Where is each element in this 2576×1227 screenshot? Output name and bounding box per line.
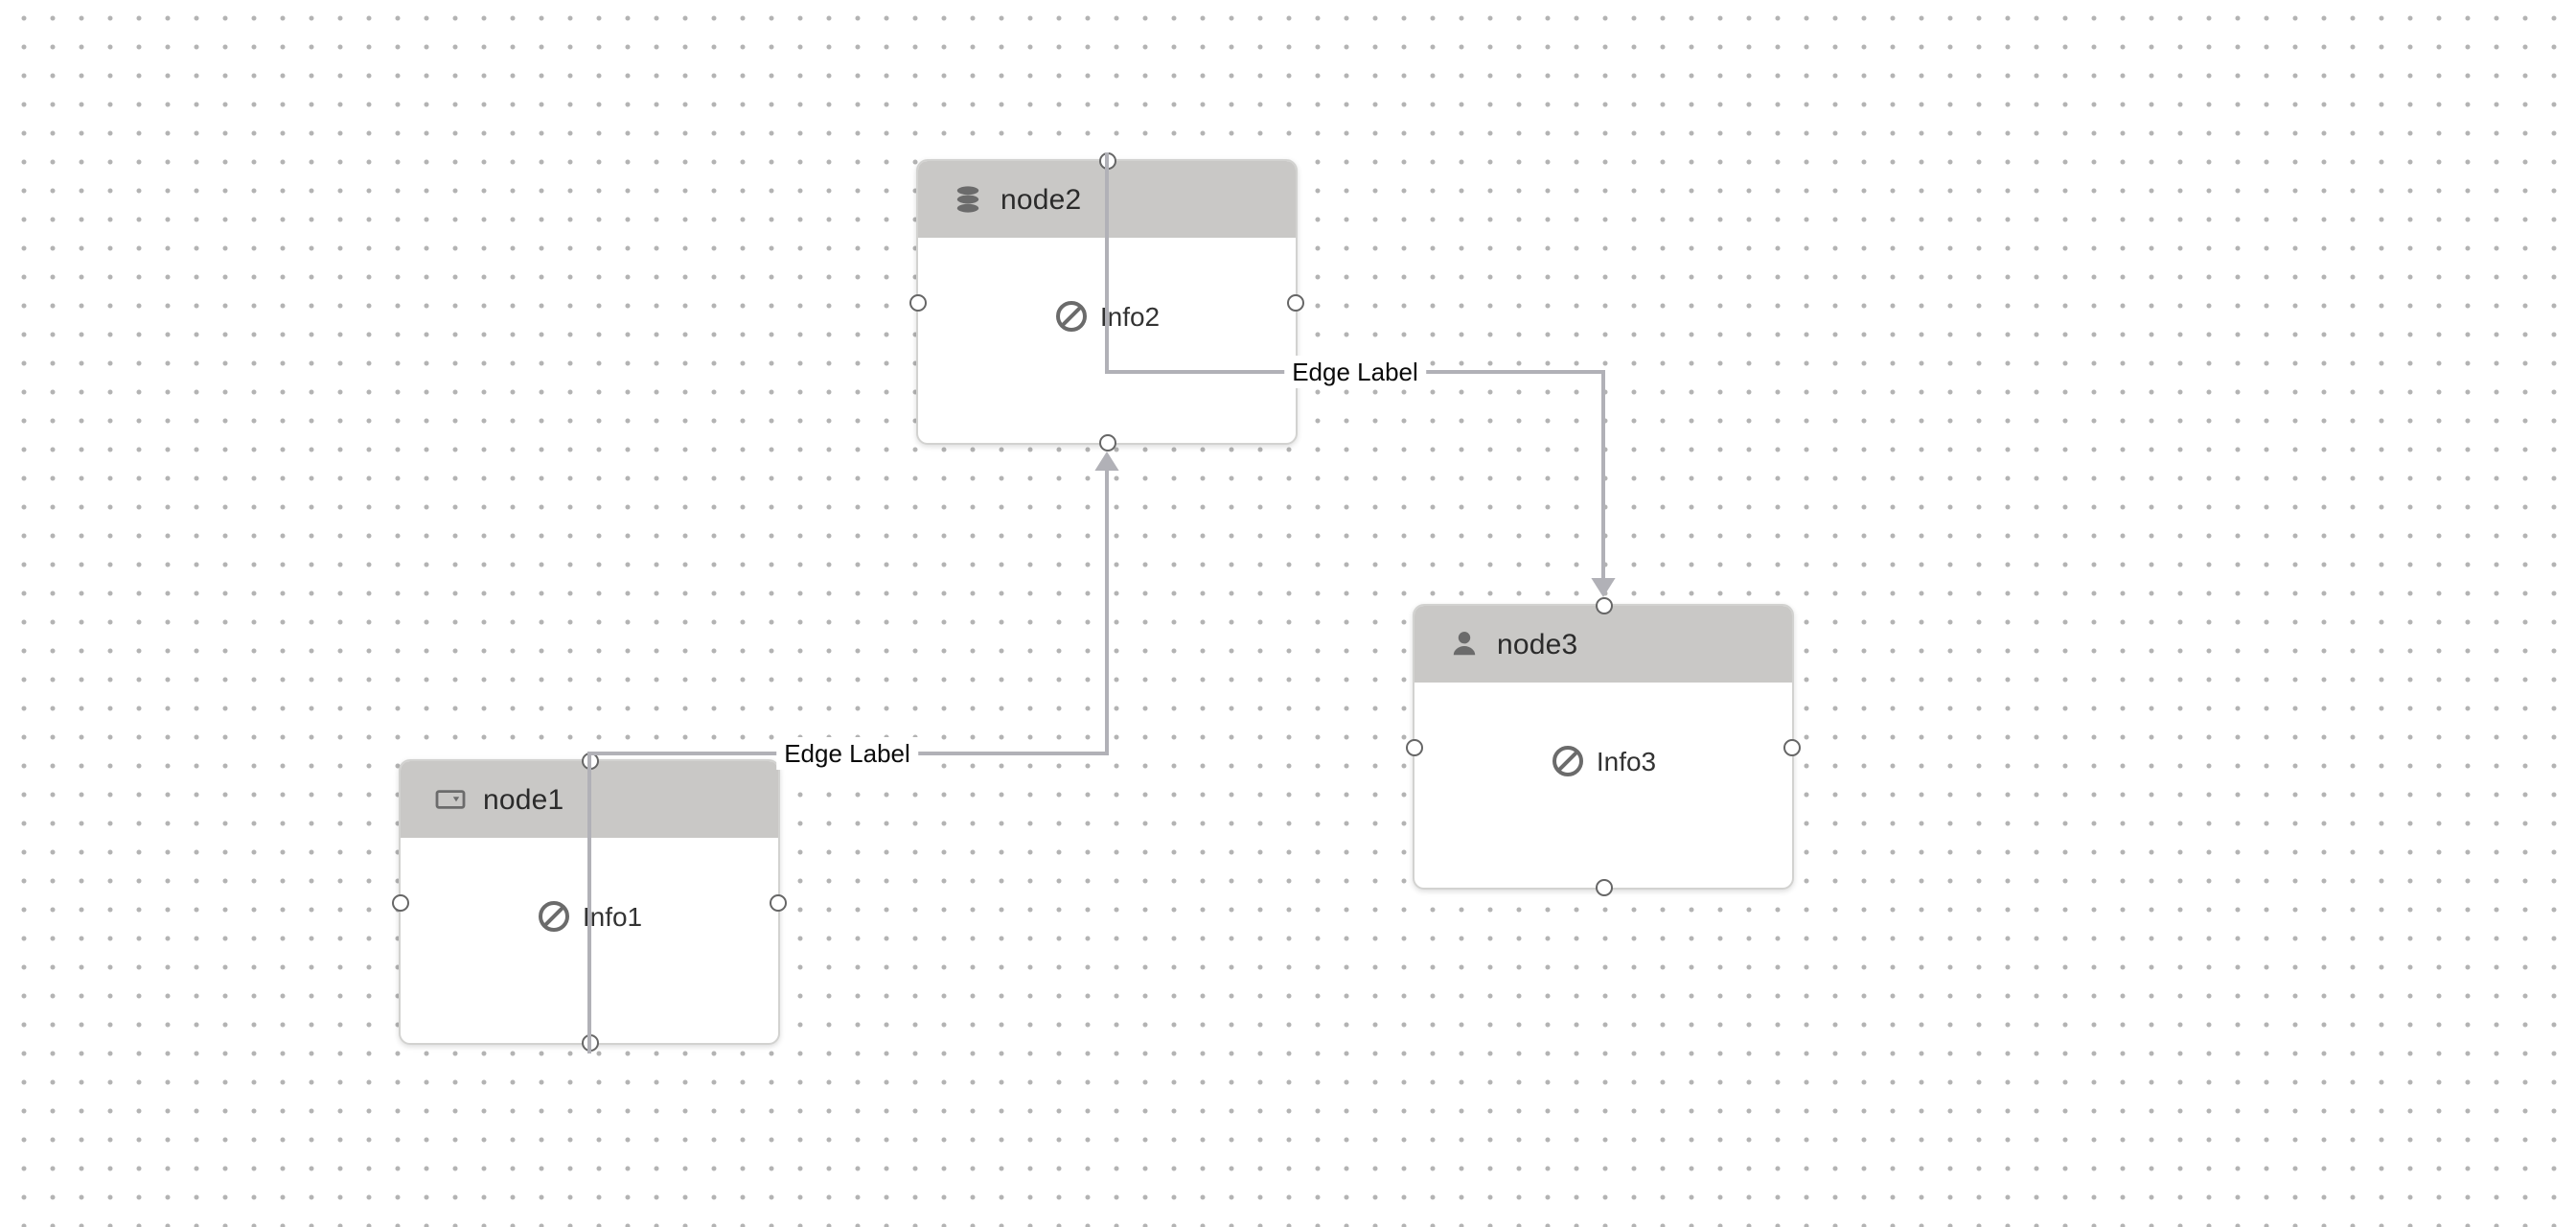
person-icon (1449, 629, 1480, 660)
node3-handle-bottom[interactable] (1595, 879, 1612, 896)
node3-handle-top[interactable] (1595, 597, 1612, 614)
node1-handle-bottom[interactable] (581, 1034, 598, 1052)
node-info-text: Info1 (582, 901, 643, 932)
node3-header: node3 (1414, 606, 1792, 683)
node3-body: Info3 (1414, 683, 1792, 949)
node2-handle-bottom[interactable] (1098, 434, 1116, 451)
node2-header: node2 (918, 161, 1296, 238)
node1-body: Info1 (401, 838, 778, 1104)
node-info-text: Info3 (1596, 746, 1657, 776)
node-info-text: Info2 (1099, 301, 1161, 332)
node-node1[interactable]: node1 Info1 (392, 752, 787, 1052)
edge-label[interactable]: Edge Label (776, 737, 918, 770)
database-icon (953, 184, 983, 215)
node3-handle-right[interactable] (1783, 739, 1801, 756)
node1-handle-top[interactable] (581, 752, 598, 770)
node-title: node1 (483, 783, 564, 816)
node2-handle-right[interactable] (1287, 294, 1304, 312)
block-icon (1054, 299, 1089, 334)
block-icon (1551, 744, 1585, 778)
node2-handle-top[interactable] (1098, 152, 1116, 170)
node1-handle-left[interactable] (392, 894, 409, 912)
node3-handle-left[interactable] (1406, 739, 1423, 756)
node2-handle-left[interactable] (909, 294, 927, 312)
node-node2[interactable]: node2 Info2 (909, 152, 1304, 451)
edge-label[interactable]: Edge Label (1284, 356, 1426, 388)
node1-handle-right[interactable] (770, 894, 787, 912)
node1-header: node1 (401, 761, 778, 838)
block-icon (537, 899, 571, 934)
node2-body: Info2 (918, 238, 1296, 504)
node-title: node3 (1497, 628, 1578, 660)
node-node3[interactable]: node3 Info3 (1406, 597, 1801, 896)
select-input-icon (435, 784, 466, 815)
node-title: node2 (1000, 183, 1082, 216)
